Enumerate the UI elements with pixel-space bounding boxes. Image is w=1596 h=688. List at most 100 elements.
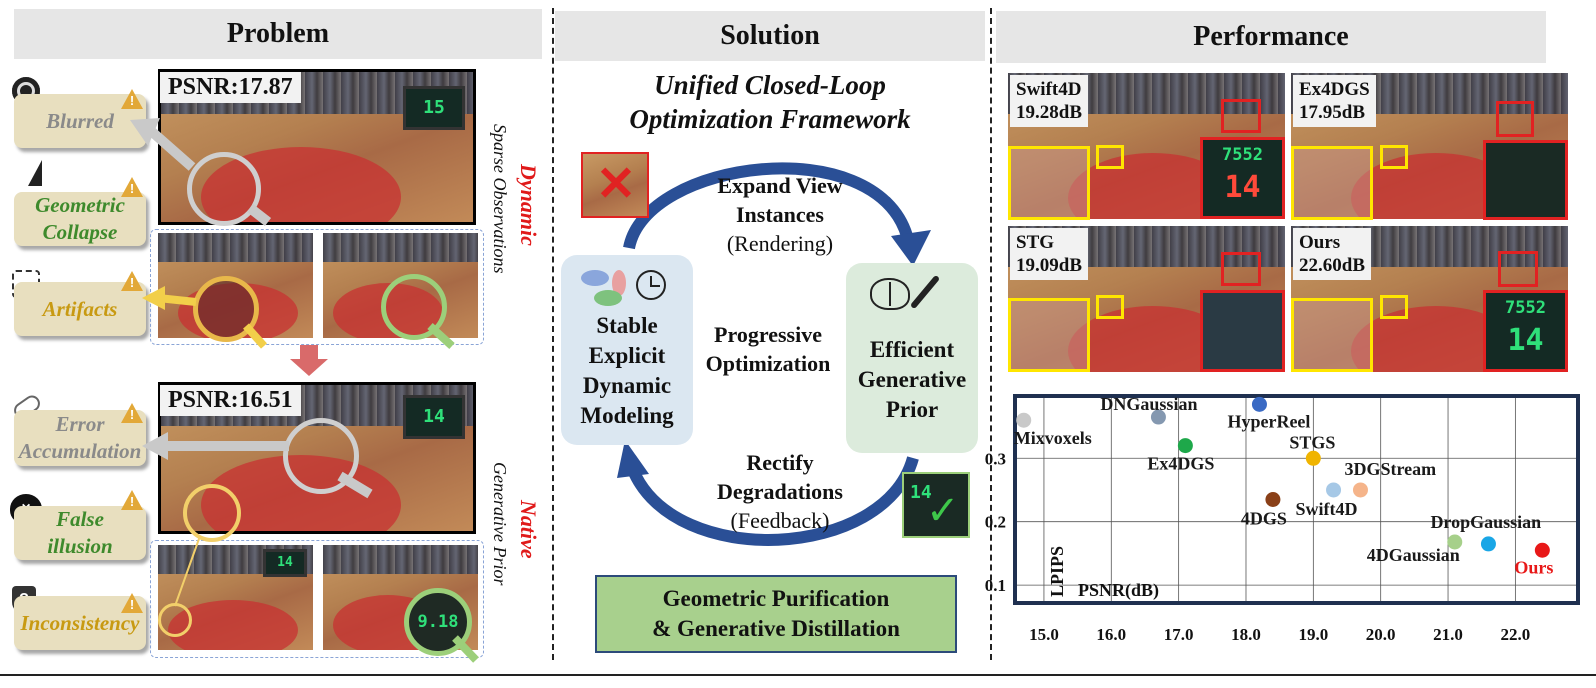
point-stgs: [1305, 450, 1321, 466]
point-label-swift4d: Swift4D: [1296, 499, 1358, 519]
dynamic-label: Dynamic: [516, 164, 541, 246]
point-label-4dgaussian: 4DGaussian: [1367, 545, 1460, 565]
magnifier-artifact: [193, 276, 259, 342]
x-tick-label: 20.0: [1366, 625, 1396, 644]
point-label-mixvoxels: Mixvoxels: [1014, 428, 1092, 448]
expand-view-text: Expand View Instances (Rendering): [717, 173, 843, 256]
scoreboard: 15: [403, 86, 465, 130]
point-label-dngaussian: DNGaussian: [1100, 394, 1197, 414]
gaussians-icon: [581, 270, 609, 286]
x-tick-label: 17.0: [1164, 625, 1194, 644]
progressive-optimization-text: Progressive Optimization: [705, 322, 831, 376]
player-crop-swift4d: [1008, 146, 1090, 220]
x-tick-label: 18.0: [1231, 625, 1261, 644]
rectified-thumbnail: 14 ✓: [902, 472, 970, 538]
point-3dgstream: [1352, 482, 1368, 498]
clock-icon: [636, 270, 666, 300]
problem-header: Problem: [14, 9, 542, 59]
point-dngaussian: [1150, 409, 1166, 425]
psnr-bottom-label: PSNR:16.51: [160, 385, 301, 416]
scatter-chart-frame: [1013, 394, 1580, 605]
bottom-rule: [0, 674, 1596, 676]
x-tick-label: 15.0: [1029, 625, 1059, 644]
generative-prior-group: [150, 540, 484, 658]
player-crop-ex4dgs: [1291, 146, 1373, 220]
point-dropgaussian: [1480, 536, 1496, 552]
solution-title-line1: Unified Closed-Loop: [654, 70, 886, 100]
sparse-observations-group: [150, 229, 484, 345]
solution-header: Solution: [555, 11, 985, 61]
point-label-ex4dgs: Ex4DGS: [1147, 454, 1214, 474]
score-crop-small-ex4dgs: [1496, 101, 1534, 137]
point-label-3dgstream: 3DGStream: [1344, 459, 1436, 479]
x-tick-label: 21.0: [1433, 625, 1463, 644]
point-4dgaussian: [1447, 534, 1463, 550]
score-crop-stg: [1200, 290, 1285, 372]
check-icon: ✓: [926, 488, 960, 534]
point-mixvoxels: [1016, 412, 1032, 428]
player-crop-small-ours: [1380, 295, 1408, 319]
scoreboard: 14: [263, 549, 307, 577]
native-label: Native: [516, 500, 541, 559]
warning-icon: [121, 271, 143, 291]
cross-icon: ✕: [595, 158, 637, 211]
warning-icon: [121, 89, 143, 109]
score-crop-small-ours: [1498, 251, 1538, 287]
magnifier-inconsistency: 9.18: [404, 588, 472, 656]
sparse-view-image-2: [323, 233, 478, 338]
tag-false-illusion: False illusion: [14, 506, 146, 560]
warning-icon: [121, 593, 143, 613]
point-ex4dgs: [1177, 438, 1193, 454]
scoreboard: 14: [403, 395, 465, 439]
score-crop-small-stg: [1221, 252, 1261, 286]
efficient-generative-prior-box: Efficient Generative Prior: [846, 263, 978, 453]
y-axis-label: LPIPS: [1047, 546, 1067, 597]
point-label-4dgs: 4DGS: [1241, 509, 1287, 529]
point-hyperreel: [1251, 396, 1267, 412]
psnr-top-label: PSNR:17.87: [160, 72, 301, 103]
magnifier-illusion: [183, 484, 241, 542]
warning-icon: [121, 490, 143, 510]
geometric-purification-box: Geometric Purification & Generative Dist…: [595, 575, 957, 653]
divider-left: [552, 8, 554, 660]
warning-icon: [121, 177, 143, 197]
x-axis-label: PSNR(dB): [1078, 580, 1159, 601]
down-arrow-icon: [300, 345, 318, 359]
sparse-observations-label: Sparse Observations: [490, 124, 510, 274]
problem-pointers: [130, 118, 479, 663]
x-tick-label: 22.0: [1501, 625, 1531, 644]
player-crop-stg: [1008, 298, 1090, 372]
point-swift4d: [1326, 482, 1342, 498]
player-crop-small-stg: [1096, 295, 1124, 319]
divider-right: [990, 8, 992, 660]
x-tick-label: 16.0: [1096, 625, 1126, 644]
tag-artifacts: Artifacts: [14, 282, 146, 336]
y-tick-label: 0.3: [985, 449, 1006, 468]
magnifier-blur: [187, 152, 261, 226]
point-label-hyperreel: HyperReel: [1227, 411, 1310, 431]
landslide-icon: [14, 160, 42, 186]
player-crop-small-swift4d: [1096, 145, 1124, 169]
player-crop-ours: [1291, 298, 1373, 372]
point-4dgs: [1265, 492, 1281, 507]
point-label-dropgaussian: DropGaussian: [1430, 512, 1541, 532]
player-crop-small-ex4dgs: [1380, 145, 1408, 169]
point-label-ours: Ours: [1514, 557, 1553, 577]
magnifier-geometry: [381, 274, 447, 340]
warning-icon: [121, 403, 143, 423]
down-arrow-head: [290, 359, 328, 376]
score-crop-ex4dgs: [1483, 140, 1568, 220]
solution-title-line2: Optimization Framework: [629, 104, 911, 134]
point-label-stgs: STGS: [1289, 432, 1335, 452]
degraded-thumbnail: ✕: [581, 152, 649, 218]
generative-prior-label: Generative Prior: [490, 462, 510, 586]
rectify-degradations-text: Rectify Degradations (Feedback): [717, 450, 843, 533]
y-tick-label: 0.2: [985, 513, 1006, 532]
score-crop-small-swift4d: [1221, 99, 1261, 133]
point-ours: [1534, 542, 1550, 558]
